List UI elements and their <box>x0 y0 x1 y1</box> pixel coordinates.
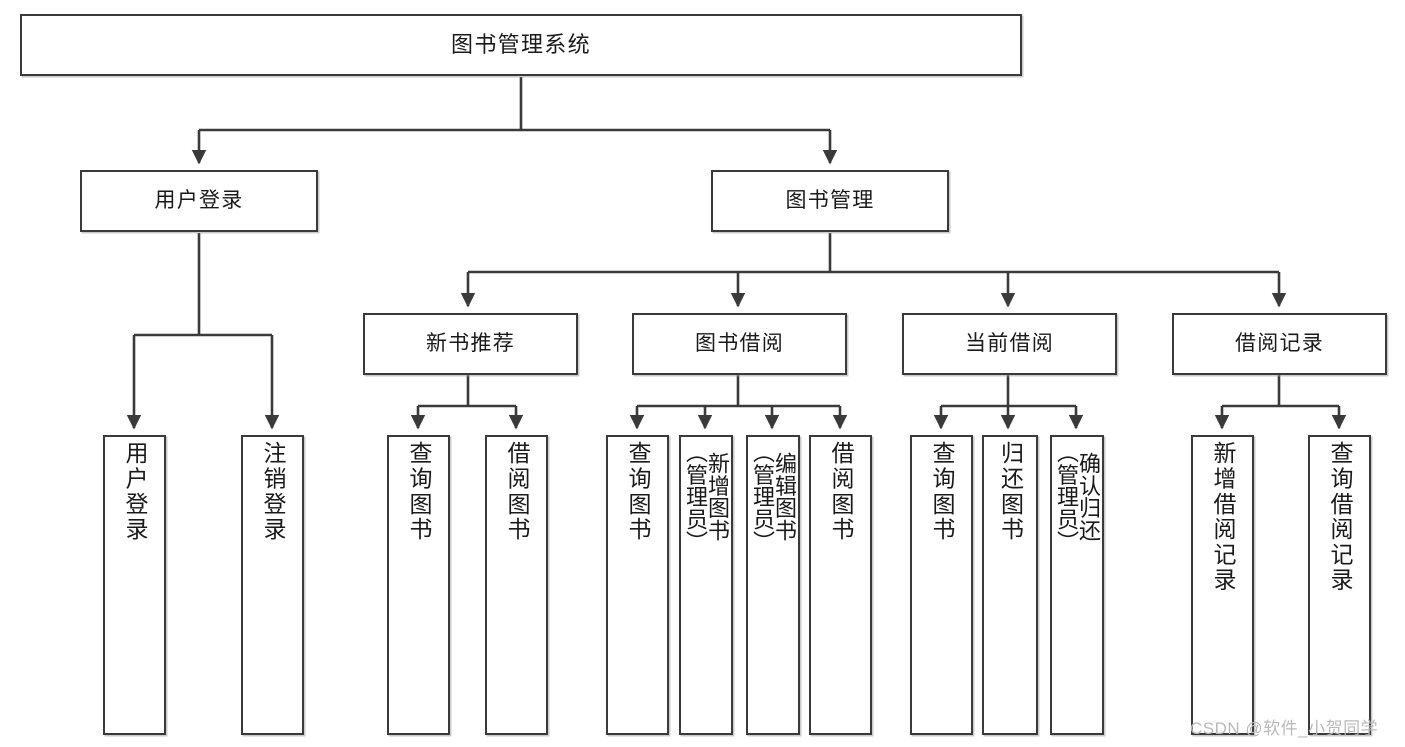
node-label: 查询借阅记录 <box>1327 441 1353 593</box>
leaf-current-borrow-query-book[interactable]: 查询图书 <box>910 435 973 735</box>
node-label: 图书借阅 <box>694 331 785 355</box>
node-label: 编辑图书 （管理员） <box>750 441 797 554</box>
node-root-book-management-system[interactable]: 图书管理系统 <box>20 14 1022 76</box>
leaf-current-borrow-confirm-return-admin[interactable]: 确认归还 （管理员） <box>1050 435 1104 735</box>
node-label: 借阅记录 <box>1234 331 1325 355</box>
leaf-new-book-query-book[interactable]: 查询图书 <box>387 435 450 735</box>
node-label: 归还图书 <box>997 441 1024 543</box>
leaf-book-borrow-query-book[interactable]: 查询图书 <box>606 435 669 735</box>
node-label: 查询图书 <box>929 441 955 543</box>
leaf-current-borrow-return-book[interactable]: 归还图书 <box>982 435 1038 735</box>
node-borrow-record[interactable]: 借阅记录 <box>1172 313 1387 375</box>
node-label: 借阅图书 <box>504 441 530 543</box>
node-book-borrow[interactable]: 图书借阅 <box>632 313 847 375</box>
node-label: 确认归还 （管理员） <box>1054 441 1101 554</box>
node-user-login[interactable]: 用户登录 <box>80 170 318 232</box>
node-book-management[interactable]: 图书管理 <box>711 170 949 232</box>
node-label: 查询图书 <box>406 441 432 543</box>
node-label: 用户登录 <box>122 441 148 543</box>
node-current-borrow[interactable]: 当前借阅 <box>902 313 1117 375</box>
node-label: 查询图书 <box>625 441 651 543</box>
leaf-new-book-borrow-book[interactable]: 借阅图书 <box>485 435 548 735</box>
node-label: 图书管理系统 <box>451 32 591 58</box>
node-label: 图书管理 <box>785 188 875 212</box>
leaf-user-login-logout[interactable]: 注销登录 <box>241 435 304 735</box>
node-label: 新增图书 （管理员） <box>683 441 730 554</box>
node-label: 用户登录 <box>154 188 244 212</box>
leaf-book-borrow-add-book-admin[interactable]: 新增图书 （管理员） <box>679 435 733 735</box>
node-label: 新书推荐 <box>425 331 516 355</box>
node-label: 新增借阅记录 <box>1210 441 1236 593</box>
node-new-book-recommendation[interactable]: 新书推荐 <box>363 313 578 375</box>
leaf-user-login-login[interactable]: 用户登录 <box>103 435 166 735</box>
leaf-borrow-record-query-record[interactable]: 查询借阅记录 <box>1308 435 1371 735</box>
node-label: 当前借阅 <box>964 331 1055 355</box>
node-label: 注销登录 <box>260 441 286 543</box>
csdn-watermark: CSDN @软件_小贺同学 <box>1190 719 1379 738</box>
node-label: 借阅图书 <box>828 441 854 543</box>
leaf-book-borrow-edit-book-admin[interactable]: 编辑图书 （管理员） <box>746 435 800 735</box>
leaf-book-borrow-borrow-book[interactable]: 借阅图书 <box>809 435 872 735</box>
leaf-borrow-record-add-record[interactable]: 新增借阅记录 <box>1191 435 1254 735</box>
